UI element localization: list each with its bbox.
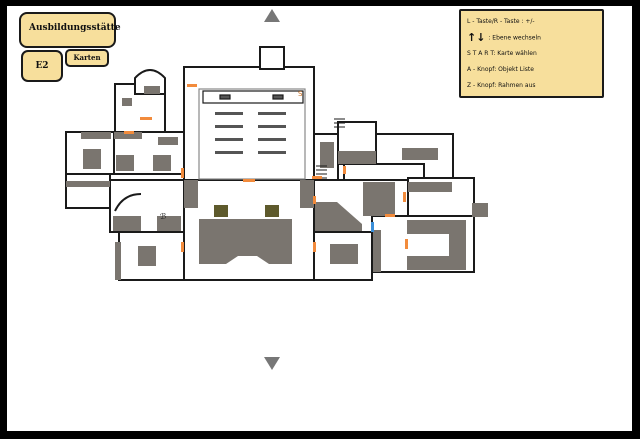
legend-frame: Z - Knopf: Rahmen aus — [467, 82, 536, 89]
legend-level-row: ↑↓ : Ebene wechseln — [467, 31, 602, 47]
location-name: Ausbildungsstätte — [29, 23, 121, 33]
maps-tab-label: Karten — [73, 53, 101, 62]
location-name-panel: Ausbildungsstätte — [19, 12, 121, 48]
legend-zoom: L - Taste/R - Taste : +/- — [467, 18, 535, 25]
map-room-tower — [259, 46, 285, 70]
floor-map[interactable]: ℬ S — [7, 6, 632, 431]
up-down-arrows-icon: ↑↓ — [467, 31, 486, 44]
scroll-up-icon[interactable] — [264, 9, 280, 22]
scroll-down-icon[interactable] — [264, 357, 280, 370]
controls-legend: L - Taste/R - Taste : +/- ↑↓ : Ebene wec… — [459, 9, 604, 98]
floor-label: E2 — [35, 61, 49, 71]
maps-tab-button[interactable]: Karten — [65, 49, 109, 67]
stair-marker-label: S — [298, 90, 303, 98]
map-screen: ℬ S Ausbildungsstätte E2 Karten L - Tast… — [7, 6, 632, 431]
floor-indicator: E2 — [21, 50, 63, 82]
legend-level: : Ebene wechseln — [488, 34, 541, 42]
legend-objects: A - Knopf: Objekt Liste — [467, 66, 534, 73]
map-room-left-c — [65, 173, 111, 209]
legend-start: S T A R T: Karte wählen — [467, 50, 537, 57]
map-room-hall — [183, 66, 315, 181]
svg-text:ℬ: ℬ — [160, 212, 167, 221]
